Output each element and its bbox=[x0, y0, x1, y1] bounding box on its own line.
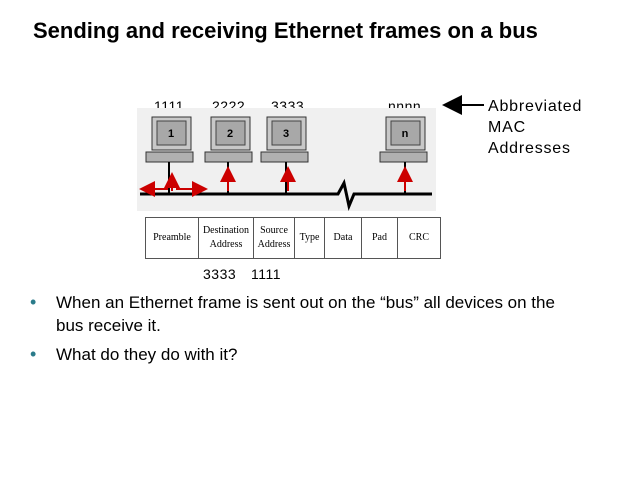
frame-pad: Pad bbox=[361, 217, 398, 259]
frame-source-address: Source Address bbox=[253, 217, 295, 259]
signal-arrows bbox=[139, 166, 413, 197]
computer-n-icon bbox=[379, 116, 428, 194]
bus-cable bbox=[140, 178, 432, 211]
frame-crc: CRC bbox=[397, 217, 441, 259]
computer-label-3: 3 bbox=[283, 128, 289, 140]
bullet-item-1: • When an Ethernet frame is sent out on … bbox=[30, 291, 576, 337]
bullet-list: • When an Ethernet frame is sent out on … bbox=[30, 291, 576, 372]
ethernet-frame-table: Preamble Destination Address Source Addr… bbox=[145, 217, 441, 259]
bullet-text-1: When an Ethernet frame is sent out on th… bbox=[56, 293, 555, 335]
frame-destination-line1: Destination bbox=[202, 225, 250, 236]
annotation-line-3: Addresses bbox=[488, 140, 571, 157]
frame-preamble: Preamble bbox=[145, 217, 199, 259]
frame-source-value: 1111 bbox=[251, 266, 282, 282]
frame-destination-line2: Address bbox=[209, 239, 243, 250]
annotation-line-2: MAC bbox=[488, 119, 526, 136]
bullet-text-2: What do they do with it? bbox=[56, 345, 238, 364]
frame-destination-address: Destination Address bbox=[198, 217, 254, 259]
computer-1-icon bbox=[145, 116, 194, 194]
bullet-item-2: • What do they do with it? bbox=[30, 343, 576, 366]
bullet-dot-icon: • bbox=[30, 292, 37, 312]
frame-data: Data bbox=[324, 217, 362, 259]
frame-source-line2: Address bbox=[257, 239, 291, 250]
frame-destination-value: 3333 bbox=[203, 266, 237, 282]
computer-label-1: 1 bbox=[168, 128, 174, 140]
annotation-line-1: Abbreviated bbox=[488, 98, 583, 115]
computer-label-2: 2 bbox=[227, 128, 233, 140]
computer-3-icon bbox=[260, 116, 309, 194]
computer-2-icon bbox=[204, 116, 253, 194]
computer-label-n: n bbox=[402, 128, 409, 140]
bullet-dot-icon: • bbox=[30, 344, 37, 364]
frame-source-line1: Source bbox=[260, 225, 288, 236]
mac-annotation: Abbreviated MAC Addresses bbox=[488, 96, 582, 159]
frame-type: Type bbox=[294, 217, 325, 259]
slide-title: Sending and receiving Ethernet frames on… bbox=[33, 18, 538, 43]
